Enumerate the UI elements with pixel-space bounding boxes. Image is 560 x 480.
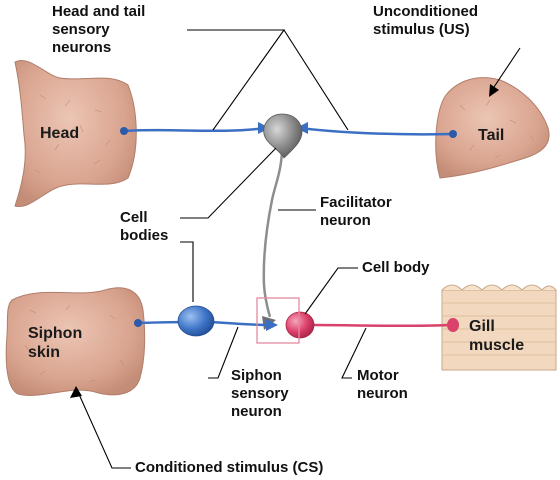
label-unconditioned-stimulus: Unconditioned stimulus (US): [373, 3, 478, 38]
label-conditioned-stimulus: Conditioned stimulus (CS): [135, 459, 324, 476]
leader-head-tail-sensory-2: [283, 29, 349, 131]
label-cell-bodies: Cell bodies: [120, 209, 169, 244]
tail-tissue: [435, 77, 550, 179]
label-facilitator-neuron: Facilitator neuron: [320, 194, 392, 229]
tail-texture: [459, 99, 534, 159]
label-head: Head: [40, 125, 80, 142]
head-tissue: [14, 60, 137, 207]
tail-sensory-ending: [449, 130, 457, 138]
tail-sensory-axon: [299, 126, 454, 136]
head-texture: [34, 94, 111, 174]
tail-synapse-terminal: [296, 122, 308, 134]
label-cell-body: Cell body: [362, 259, 430, 276]
label-head-tail-sensory-neurons: Head and tail sensory neurons: [52, 3, 146, 56]
head-sensory-axon: [123, 126, 267, 133]
label-gill-muscle: Gill muscle: [469, 318, 525, 354]
leader-motor-neuron: [341, 327, 367, 379]
synapse-box: [256, 297, 300, 344]
leader-cell-bodies: [180, 147, 277, 219]
leader-conditioned-stimulus: [77, 391, 131, 469]
motor-neuron-ending: [447, 318, 459, 332]
cs-arrowhead: [70, 386, 82, 398]
leader-cell-bodies-2: [180, 241, 194, 302]
head-sensory-ending: [120, 127, 128, 135]
siphon-skin-tissue: [5, 287, 146, 396]
siphon-texture: [24, 304, 125, 383]
facilitator-neuron-body: [263, 113, 303, 159]
label-tail: Tail: [478, 127, 505, 144]
siphon-sensory-cell-body: [177, 305, 215, 337]
us-arrowhead: [489, 84, 499, 97]
leader-lines: [77, 29, 367, 469]
label-siphon-sensory-neuron: Siphon sensory neuron: [231, 367, 289, 420]
gill-muscle-tissue: [441, 284, 557, 371]
label-siphon-skin: Siphon skin: [28, 325, 83, 361]
leader-head-tail-sensory: [187, 29, 286, 131]
siphon-sensory-ending: [134, 319, 142, 327]
motor-neuron-cell-body: [285, 311, 315, 339]
leader-siphon-sensory: [208, 326, 239, 379]
leader-cell-body: [304, 267, 358, 315]
leader-unconditioned-stimulus: [491, 47, 521, 91]
facilitator-neuron-axon: [262, 147, 284, 318]
motor-neuron-axon: [313, 323, 451, 328]
siphon-sensory-terminal: [266, 319, 278, 331]
label-motor-neuron: Motor neuron: [357, 367, 408, 402]
